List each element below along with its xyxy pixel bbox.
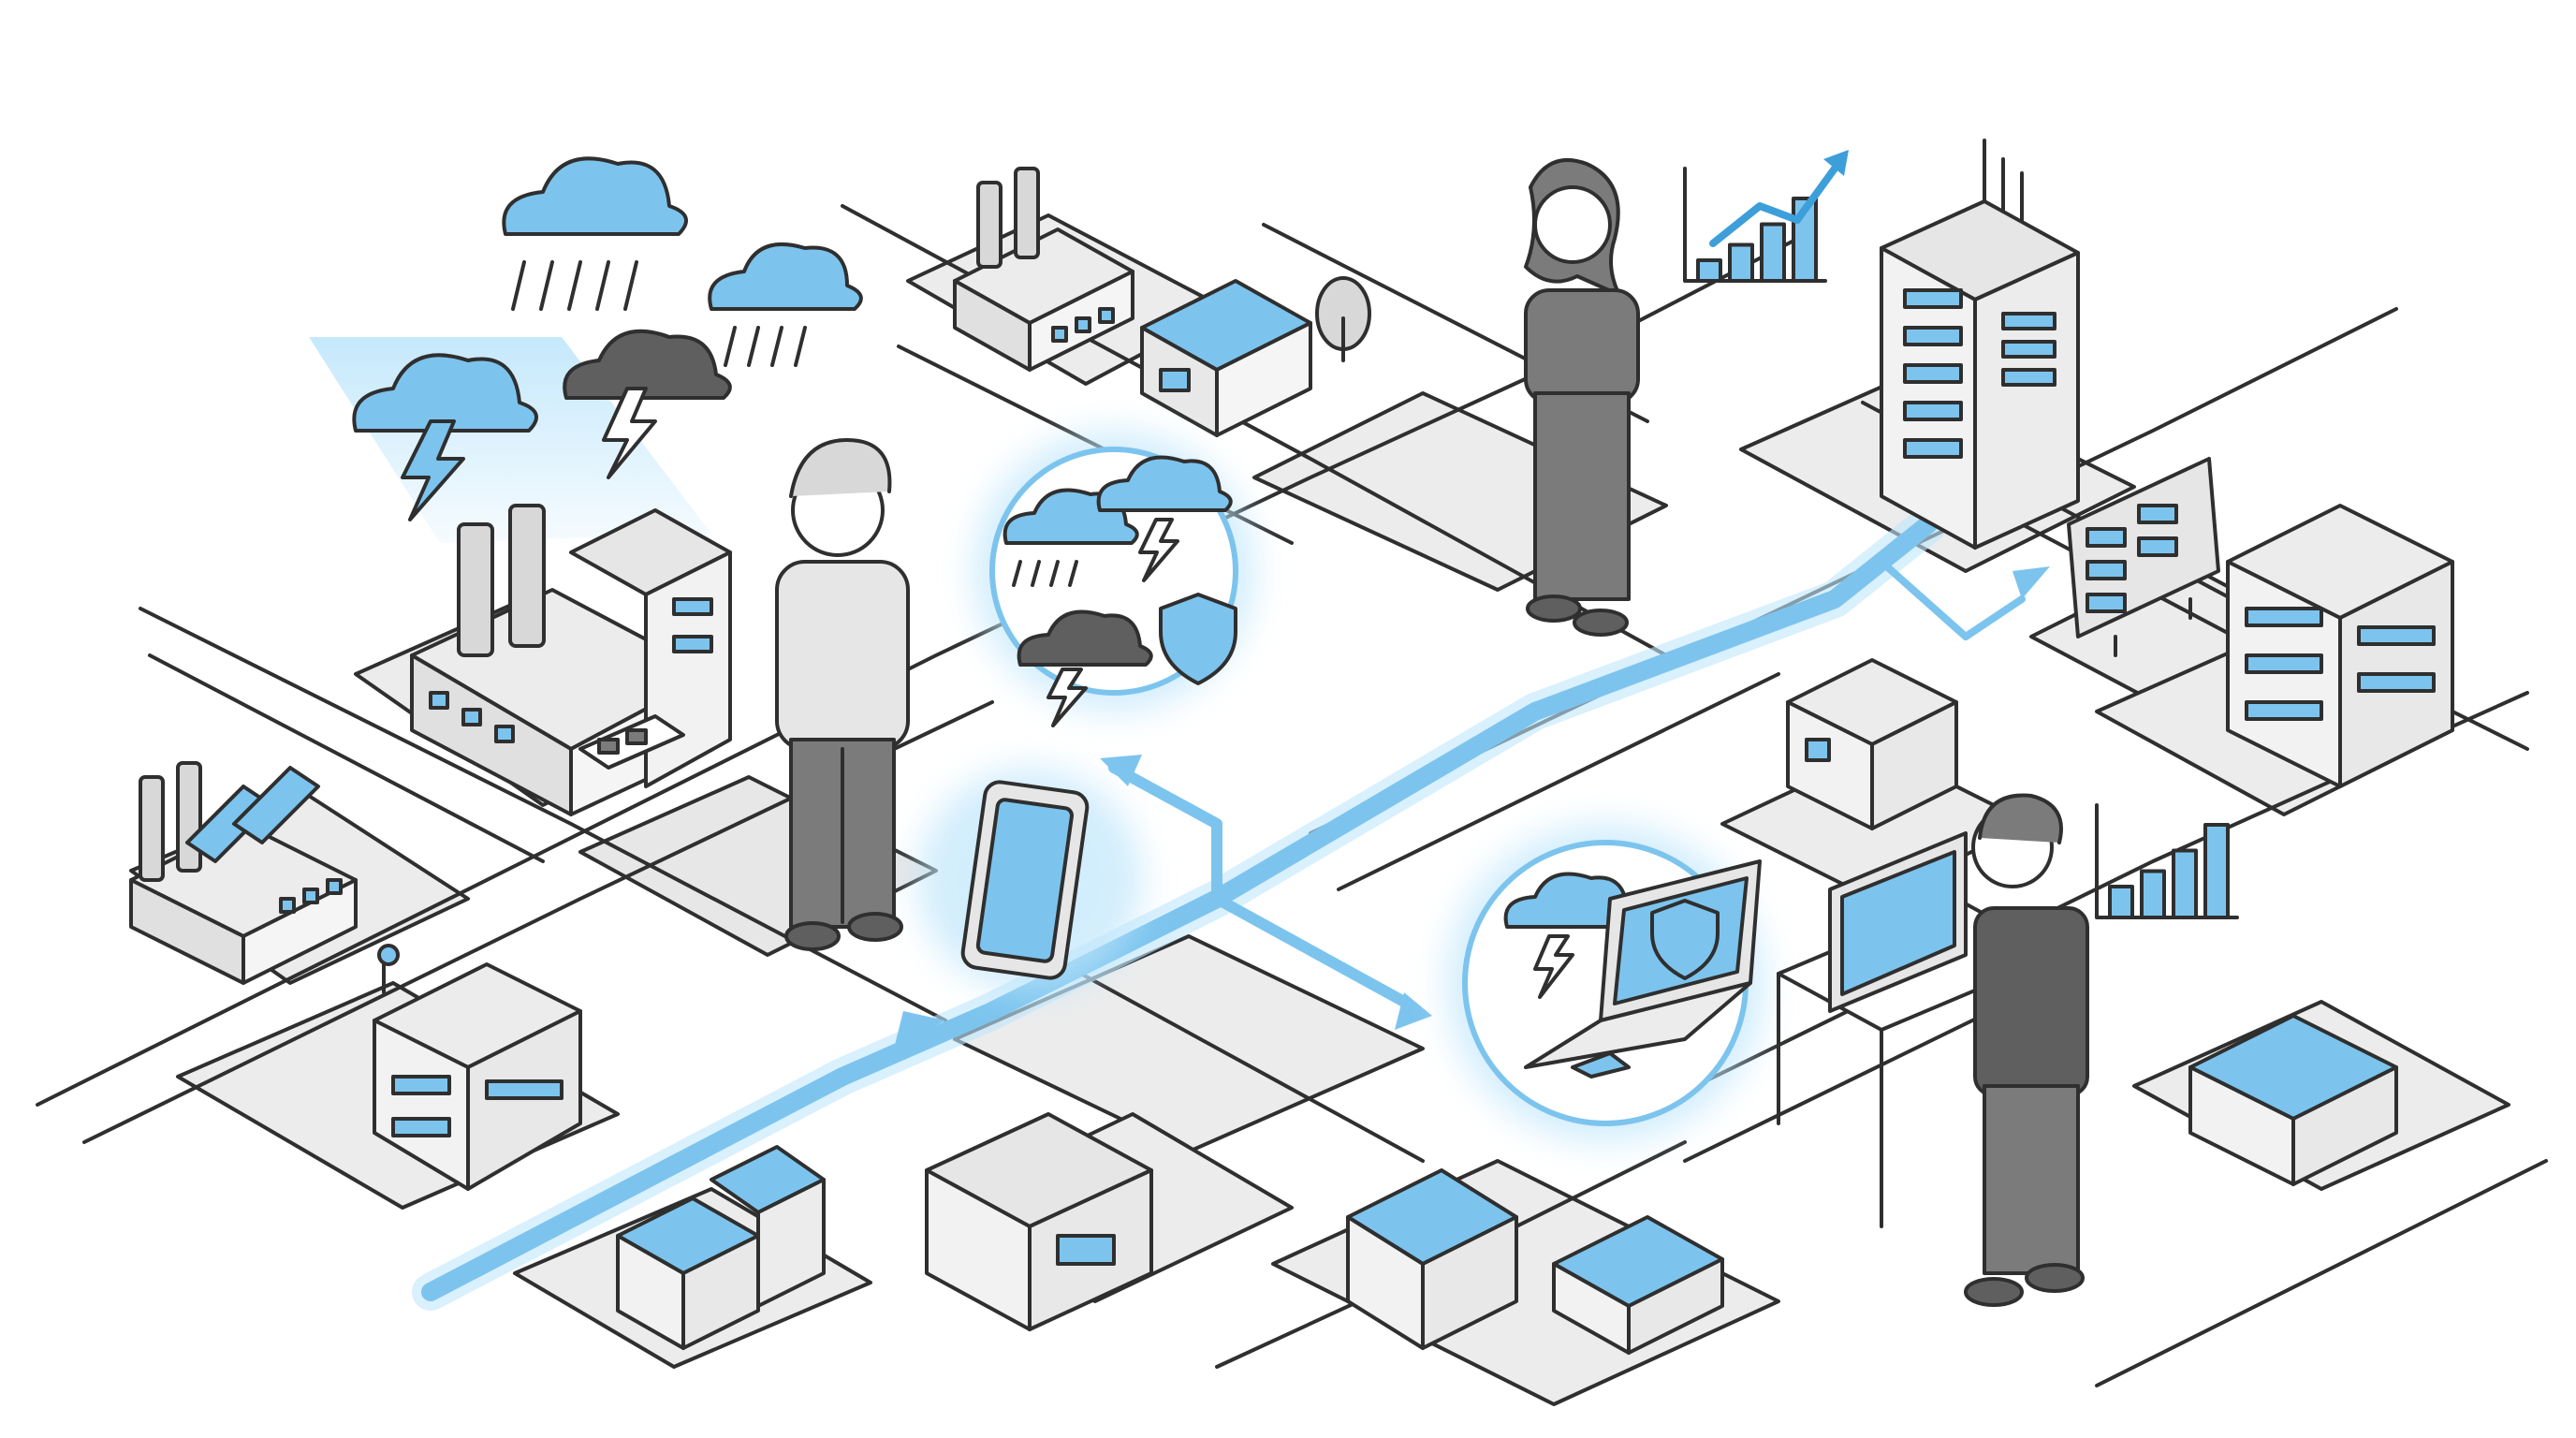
arrow-up-icon (1100, 755, 1142, 786)
chart-bar (2140, 869, 2166, 919)
smartphone-bubble (917, 768, 1142, 992)
desktop-monitor-icon (1828, 831, 1968, 1013)
house-icon (1346, 1168, 1518, 1350)
factory-top (953, 167, 1134, 372)
chart-bar (2203, 823, 2230, 919)
shield-icon (1159, 593, 1237, 685)
houses-bottom (616, 1014, 2398, 1355)
shield-icon (1650, 899, 1720, 980)
arrow-server-icon (2012, 566, 2050, 599)
rain-cloud-icon (502, 156, 688, 311)
rain-cloud-icon (708, 242, 863, 367)
data-flow-path (412, 506, 2026, 1311)
storm-cloud-icon (1096, 455, 1233, 582)
lightning-icon (602, 387, 657, 479)
house-icon (710, 1145, 826, 1308)
storm-cloud-icon (352, 353, 538, 521)
chart-bar (2108, 885, 2134, 919)
flow-arrowheads (894, 566, 2050, 1049)
bar-chart-icon (2095, 803, 2239, 919)
cloud-group-top-left (352, 156, 863, 521)
lightning-icon (401, 419, 465, 521)
chart-bar (1760, 222, 1786, 283)
factory-large (410, 504, 732, 816)
office-tower-icon (1880, 139, 2080, 550)
storm-cloud-icon (563, 329, 732, 479)
trend-arrow-icon (1709, 150, 1849, 247)
house-icon (1552, 1215, 1724, 1355)
storm-cloud-icon (1017, 609, 1153, 727)
analyst-person (1524, 158, 1640, 637)
smartphone-icon (960, 780, 1090, 980)
house-icon (2188, 1014, 2398, 1186)
factory-bottom-left (373, 944, 582, 1191)
weather-security-bubble (973, 431, 1254, 727)
chart-bar (1792, 197, 1818, 283)
chart-bar (1696, 258, 1722, 283)
kiosk-building (1786, 658, 1958, 830)
warehouse-solar (1140, 279, 1312, 437)
desktop-operator (1777, 793, 2089, 1307)
arrow-right-icon (1395, 992, 1432, 1030)
house-icon (616, 1196, 760, 1350)
server-rack-icon (2067, 457, 2220, 657)
right-building (2226, 504, 2454, 788)
arrow-forward-icon (894, 1011, 945, 1049)
bar-chart-icon (1683, 167, 1827, 283)
chart-bar (1728, 242, 1754, 283)
chart-bar (2172, 848, 2198, 919)
worker-person (775, 438, 910, 951)
factory-small (129, 761, 358, 985)
house-icon (925, 1112, 1153, 1331)
laptop-security-bubble (1446, 824, 1764, 1142)
tree-icon (1315, 276, 1371, 362)
